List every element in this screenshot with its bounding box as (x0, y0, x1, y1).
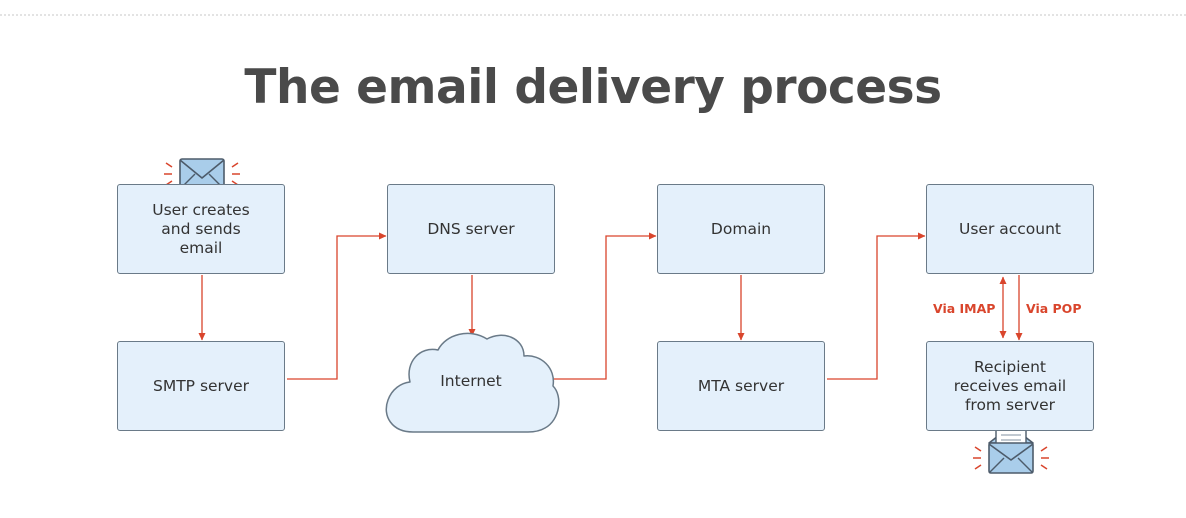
node-recipient: Recipient receives email from server (926, 341, 1094, 431)
node-user-account-label: User account (958, 219, 1061, 238)
node-smtp-server: SMTP server (117, 341, 285, 431)
node-domain-label: Domain (710, 219, 772, 238)
page-title: The email delivery process (244, 60, 942, 115)
arrow-internet-to-domain (532, 232, 657, 380)
node-dns-server: DNS server (387, 184, 555, 274)
node-smtp-server-label: SMTP server (152, 376, 250, 395)
internet-cloud (385, 332, 560, 433)
node-domain: Domain (657, 184, 825, 274)
node-dns-server-label: DNS server (427, 219, 515, 238)
node-mta-server: MTA server (657, 341, 825, 431)
node-mta-server-label: MTA server (697, 376, 785, 395)
arrow-smtp-to-dns (287, 232, 387, 380)
node-user-creates-email-label: User creates and sends email (152, 200, 250, 257)
node-internet-label: Internet (440, 372, 502, 390)
via-pop-label: Via POP (1026, 301, 1082, 316)
arrow-mta-to-user-account (827, 232, 926, 380)
node-user-creates-email: User creates and sends email (117, 184, 285, 274)
node-user-account: User account (926, 184, 1094, 274)
top-divider (0, 14, 1186, 16)
node-recipient-label: Recipient receives email from server (953, 357, 1067, 414)
closed-envelope-icon (164, 158, 240, 190)
via-imap-label: Via IMAP (933, 301, 996, 316)
open-envelope-icon (973, 425, 1049, 474)
